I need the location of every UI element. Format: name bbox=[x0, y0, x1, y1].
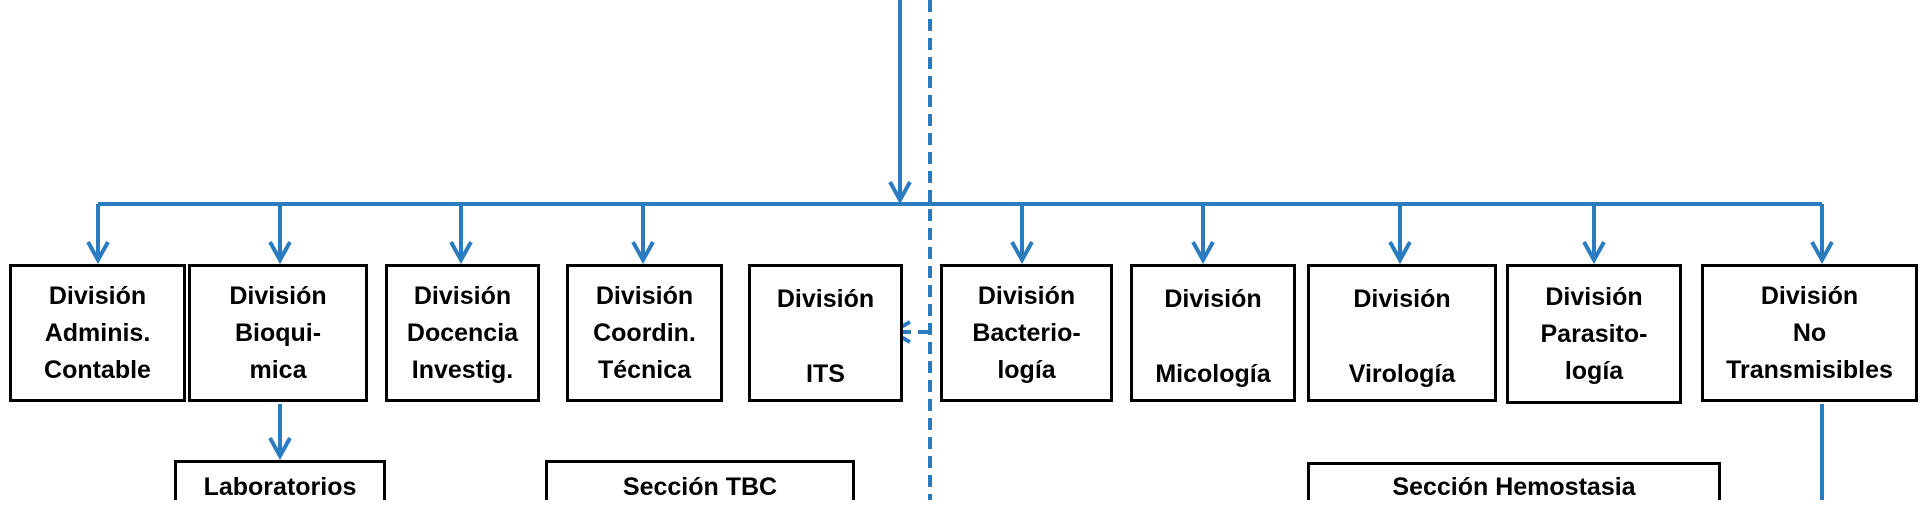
division-label-line: Virología bbox=[1348, 360, 1456, 388]
laboratorios-box: Laboratorios bbox=[174, 460, 386, 501]
division-label-line: Adminis. bbox=[44, 318, 151, 347]
division-label-line: Contable bbox=[44, 355, 151, 384]
division-label-line: División bbox=[1164, 285, 1262, 313]
division-label-line: División bbox=[595, 281, 694, 310]
division-label-line: División bbox=[1545, 282, 1643, 311]
division-virologia-box: División Virología bbox=[1307, 264, 1497, 402]
seccion-hemostasia-box: Sección Hemostasia bbox=[1307, 462, 1721, 501]
division-label-line: Bacterio- bbox=[972, 318, 1081, 347]
division-label-line: Técnica bbox=[597, 355, 692, 384]
division-bioquimica-box: División Bioqui- mica bbox=[188, 264, 368, 402]
division-micologia-box: División Micología bbox=[1130, 264, 1296, 402]
division-parasitologia-box: División Parasito- logía bbox=[1506, 264, 1682, 404]
division-label-line: Micología bbox=[1155, 360, 1271, 388]
division-label-line: logía bbox=[1564, 356, 1624, 385]
division-coordin-box: División Coordin. Técnica bbox=[566, 264, 723, 402]
division-label-line: logía bbox=[997, 355, 1056, 384]
seccion-hemostasia-label: Sección Hemostasia bbox=[1392, 473, 1636, 501]
division-label-line: mica bbox=[249, 355, 307, 384]
division-adminis-box: División Adminis. Contable bbox=[9, 264, 186, 402]
seccion-tbc-label: Sección TBC bbox=[622, 473, 778, 501]
division-label-line: Parasito- bbox=[1540, 319, 1648, 348]
division-label-line: Transmisibles bbox=[1726, 355, 1893, 384]
division-label-line: División bbox=[977, 281, 1076, 310]
division-label-line: División bbox=[413, 281, 512, 310]
division-label-line: División bbox=[1760, 281, 1859, 310]
division-its-box: División ITS bbox=[748, 264, 903, 402]
division-bacteriologia-box: División Bacterio- logía bbox=[940, 264, 1113, 402]
division-no-transmisibles-box: División No Transmisibles bbox=[1701, 264, 1918, 402]
division-label-line: Bioqui- bbox=[234, 318, 322, 347]
division-label-line: División bbox=[48, 281, 147, 310]
arrow-no-transmisibles-to-hemostasia bbox=[1820, 404, 1824, 500]
division-label-line: Docencia bbox=[406, 318, 519, 347]
seccion-tbc-box: Sección TBC bbox=[545, 460, 855, 501]
division-docencia-box: División Docencia Investig. bbox=[385, 264, 540, 402]
division-label-line: Investig. bbox=[411, 355, 514, 384]
division-label-line: No bbox=[1792, 318, 1827, 347]
laboratorios-label: Laboratorios bbox=[203, 473, 357, 501]
division-label-line: División bbox=[1353, 285, 1451, 313]
division-label-line: ITS bbox=[806, 360, 845, 388]
division-label-line: División bbox=[776, 285, 875, 313]
division-label-line: División bbox=[229, 281, 327, 310]
division-label-line: Coordin. bbox=[593, 318, 696, 347]
